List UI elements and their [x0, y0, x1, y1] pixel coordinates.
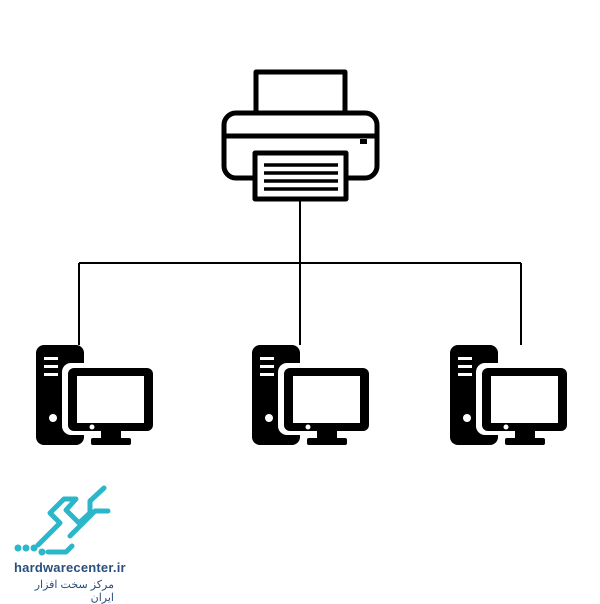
computer-icon [252, 345, 374, 445]
computer-icon [450, 345, 572, 445]
brand-tagline-text: مرکز سخت افزار ایران [34, 579, 114, 604]
wrench-logo-icon [14, 485, 111, 556]
printer-icon [221, 69, 380, 202]
brand-domain-text: hardwarecenter.ir [14, 560, 126, 575]
computer-icon [36, 345, 158, 445]
connection-lines [78, 200, 522, 345]
